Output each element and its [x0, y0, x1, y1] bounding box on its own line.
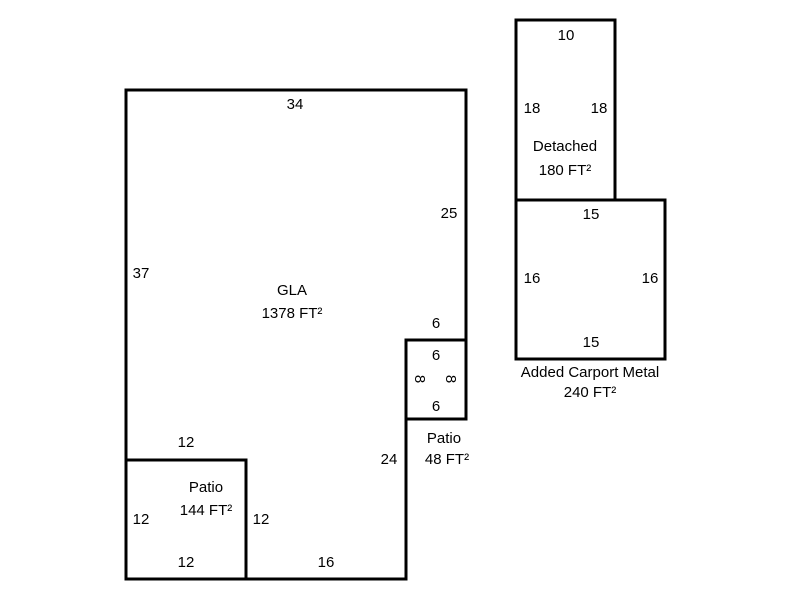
patio-small-area: 48 FT²	[425, 451, 469, 468]
gla-dim-left: 37	[133, 265, 150, 282]
patio-small-name: Patio	[427, 430, 461, 447]
patio-large-dim-bottom: 12	[178, 554, 195, 571]
gla-dim-patio-top: 12	[178, 434, 195, 451]
detached-dim-right: 18	[591, 100, 608, 117]
detached-dim-top: 10	[558, 27, 575, 44]
patio-small-dim-bottom: 6	[432, 398, 440, 415]
gla-name: GLA	[277, 282, 307, 299]
carport-outline	[514, 198, 667, 361]
carport-area: 240 FT²	[564, 384, 617, 401]
detached-name: Detached	[533, 138, 597, 155]
gla-dim-top: 34	[287, 96, 304, 113]
patio-large-outline	[126, 458, 248, 579]
patio-small-dim-top: 6	[432, 347, 440, 364]
gla-dim-bottom: 16	[318, 554, 335, 571]
carport-dim-top: 15	[583, 206, 600, 223]
carport-dim-left: 16	[524, 270, 541, 287]
gla-area: 1378 FT²	[262, 305, 323, 322]
detached-dim-left: 18	[524, 100, 541, 117]
patio-small-dim-left: 8	[411, 375, 428, 383]
patio-large-area: 144 FT²	[180, 502, 233, 519]
patio-small-outline	[404, 338, 468, 421]
gla-dim-notch-right: 24	[381, 451, 398, 468]
patio-small-dim-right: 8	[442, 375, 459, 383]
gla-dim-right-upper: 25	[441, 205, 458, 222]
gla-outline	[124, 88, 468, 581]
gla-dim-patio-right: 12	[253, 511, 270, 528]
carport-dim-bottom: 15	[583, 334, 600, 351]
patio-large-dim-left: 12	[133, 511, 150, 528]
detached-area: 180 FT²	[539, 162, 592, 179]
patio-large-name: Patio	[189, 479, 223, 496]
gla-dim-notch-top: 6	[432, 315, 440, 332]
carport-name: Added Carport Metal	[521, 364, 659, 381]
carport-dim-right: 16	[642, 270, 659, 287]
